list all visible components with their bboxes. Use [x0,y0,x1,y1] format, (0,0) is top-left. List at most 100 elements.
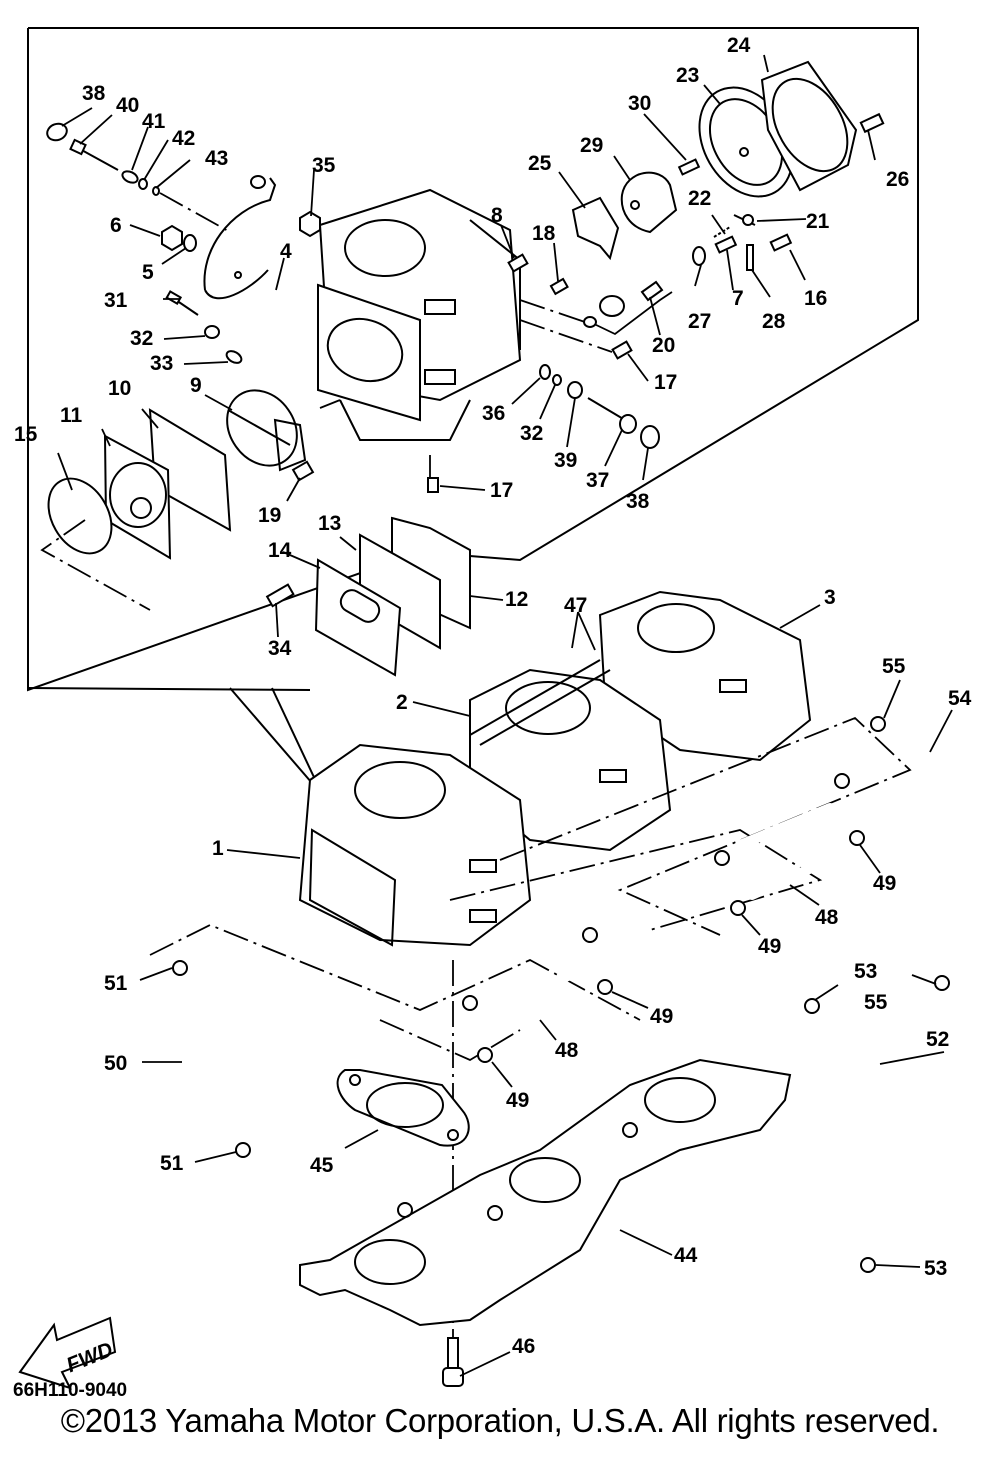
part-clamp-49g [462,995,478,1011]
part-clamp-55a [870,716,886,732]
callout-38b: 38 [626,490,650,513]
part-screw-26 [859,112,885,134]
callout-35: 35 [312,154,336,177]
callout-49c: 49 [650,1005,673,1028]
part-washer-32b [552,374,562,386]
part-hose-48c-inner [485,970,575,1015]
part-pin-28 [746,244,754,271]
callout-51b: 51 [160,1152,184,1175]
inset-leader-line [27,687,311,691]
part-clamp-49f [834,773,850,789]
hose-route-d [379,1019,521,1062]
hose-route-a [499,716,912,936]
part-plate-25 [571,196,620,261]
part-nut-6 [161,224,183,252]
callout-43: 43 [205,147,228,170]
callout-44: 44 [674,1244,698,1267]
part-screw-16 [769,233,793,252]
callout-17: 17 [654,371,677,394]
part-screw-18 [549,277,569,296]
part-hose-54-inner [895,735,943,965]
part-nut-35 [299,210,321,238]
part-plate-13 [359,533,441,650]
callout-22: 22 [688,187,711,210]
part-carburetor-body-detail [317,188,522,493]
callout-5: 5 [142,261,154,284]
callout-11: 11 [60,404,83,427]
callout-16: 16 [804,287,827,310]
inset-pointer-b [271,687,321,791]
part-link-rod-47b [479,669,611,746]
callout-12: 12 [505,588,528,611]
callout-49d: 49 [506,1089,529,1112]
part-clamp-49b [730,900,746,916]
callout-27: 27 [688,310,711,333]
callout-15: 15 [14,423,38,446]
part-screw-37 [587,397,637,434]
callout-41: 41 [142,110,166,133]
callout-53b: 53 [924,1257,947,1280]
part-clamp-49d [477,1047,493,1063]
part-spring-39 [567,381,583,399]
part-link-rod-47a [469,659,601,736]
part-fitting-19 [291,460,315,482]
callout-47: 47 [564,594,587,617]
callout-4: 4 [280,240,292,263]
callout-2: 2 [396,691,408,714]
part-pilot-screw-31 [165,290,199,316]
callout-9: 9 [190,374,202,397]
callout-50: 50 [104,1052,127,1075]
part-washer-42 [138,178,148,190]
callout-26: 26 [886,168,909,191]
callout-52: 52 [926,1028,949,1051]
callout-28: 28 [762,310,786,333]
callout-53a: 53 [854,960,877,983]
hose-route-c [449,829,823,931]
part-washer-32 [204,325,220,339]
part-cap-38b [640,425,660,449]
part-spring-22 [713,226,731,238]
callout-34: 34 [268,637,292,660]
callout-20: 20 [652,334,675,357]
callout-38: 38 [82,82,106,105]
part-diaphragm-9 [226,389,307,472]
callout-1: 1 [212,837,224,860]
inset-pointer-a [229,687,319,791]
part-clamp-49c [597,979,613,995]
part-needle-valve-20 [519,280,673,353]
callout-6: 6 [110,214,122,237]
part-bolt-46 [442,1337,464,1387]
callout-32: 32 [130,327,153,350]
part-clamp-53b [860,1257,876,1273]
part-screw-7 [714,235,738,254]
part-oring-43 [152,186,160,196]
drawing-code: 66H110-9040 [13,1380,128,1401]
callout-42: 42 [172,127,195,150]
fwd-arrow-icon: FWD [18,1316,116,1390]
part-screw-34 [265,583,295,608]
callout-8: 8 [491,204,503,227]
part-spring-41 [121,170,139,184]
callout-13: 13 [318,512,341,535]
part-washer-27 [692,246,706,266]
part-screw-8 [507,253,529,273]
callout-48a: 48 [815,906,839,929]
callout-33: 33 [150,352,173,375]
callout-18: 18 [532,222,556,245]
callout-24: 24 [727,34,751,57]
callout-48b: 48 [555,1039,579,1062]
callout-54: 54 [948,687,972,710]
callout-31: 31 [104,289,128,312]
part-clamp-49h [582,927,598,943]
callout-10: 10 [108,377,131,400]
callout-3: 3 [824,586,836,609]
callout-14: 14 [268,539,292,562]
callout-25: 25 [528,152,552,175]
part-clamp-55b [934,975,950,991]
callout-17b: 17 [490,479,513,502]
callout-36: 36 [482,402,505,425]
callout-49a: 49 [873,872,896,895]
part-lever-29 [620,171,678,234]
part-clamp-51a [172,960,188,976]
callout-45: 45 [310,1154,334,1177]
